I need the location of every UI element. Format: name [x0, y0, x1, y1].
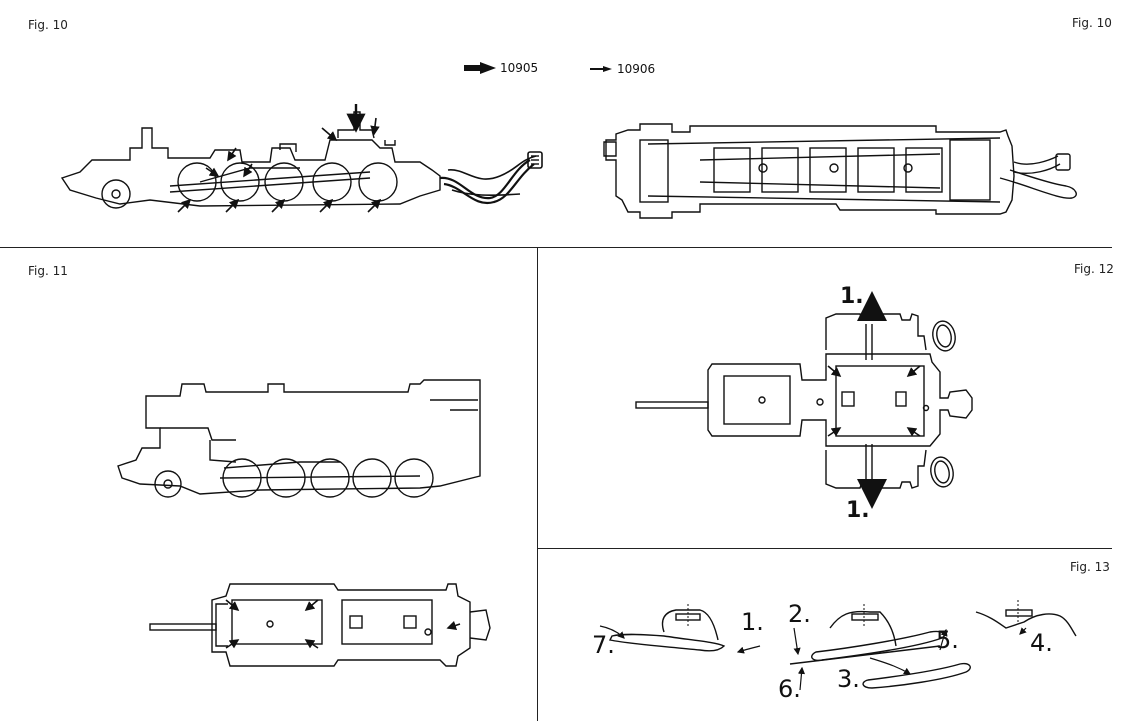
fig13-arrows — [599, 625, 1027, 691]
fig12-label: Fig. 12 — [1074, 262, 1114, 276]
fig10-chassis-top — [603, 123, 1077, 219]
horizontal-divider-top — [0, 247, 1112, 248]
fig10-label-right: Fig. 10 — [1072, 16, 1112, 30]
fig12-chassis — [635, 313, 973, 489]
fig13-pickup-shoes — [608, 609, 1077, 689]
fig13-step-1: 1. — [741, 608, 764, 636]
vertical-divider — [537, 248, 538, 721]
fig13-step-4: 4. — [1030, 629, 1053, 657]
fig11-locomotive-side — [117, 379, 481, 498]
fig10-left-arrows — [177, 104, 382, 213]
fig12-arrows — [827, 291, 921, 509]
fig13-step-7: 7. — [592, 631, 615, 659]
horizontal-divider-right — [538, 548, 1112, 549]
fig10-locomotive-side — [60, 111, 543, 209]
small-arrow-icon — [590, 66, 612, 72]
fig13-step-3: 3. — [837, 665, 860, 693]
large-arrow-icon — [464, 62, 496, 74]
fig11-arrows — [225, 599, 461, 649]
fig13-step-2: 2. — [788, 600, 811, 628]
legend-code-10905: 10905 — [500, 61, 539, 75]
fig11-label: Fig. 11 — [28, 264, 68, 278]
legend-code-10906: 10906 — [617, 62, 656, 76]
fig13-label: Fig. 13 — [1070, 560, 1110, 574]
fig10-label-left: Fig. 10 — [28, 18, 68, 32]
fig11-chassis-top — [149, 583, 491, 667]
fig13-step-6: 6. — [778, 675, 801, 703]
fig13-dashed-markers — [687, 600, 1019, 626]
